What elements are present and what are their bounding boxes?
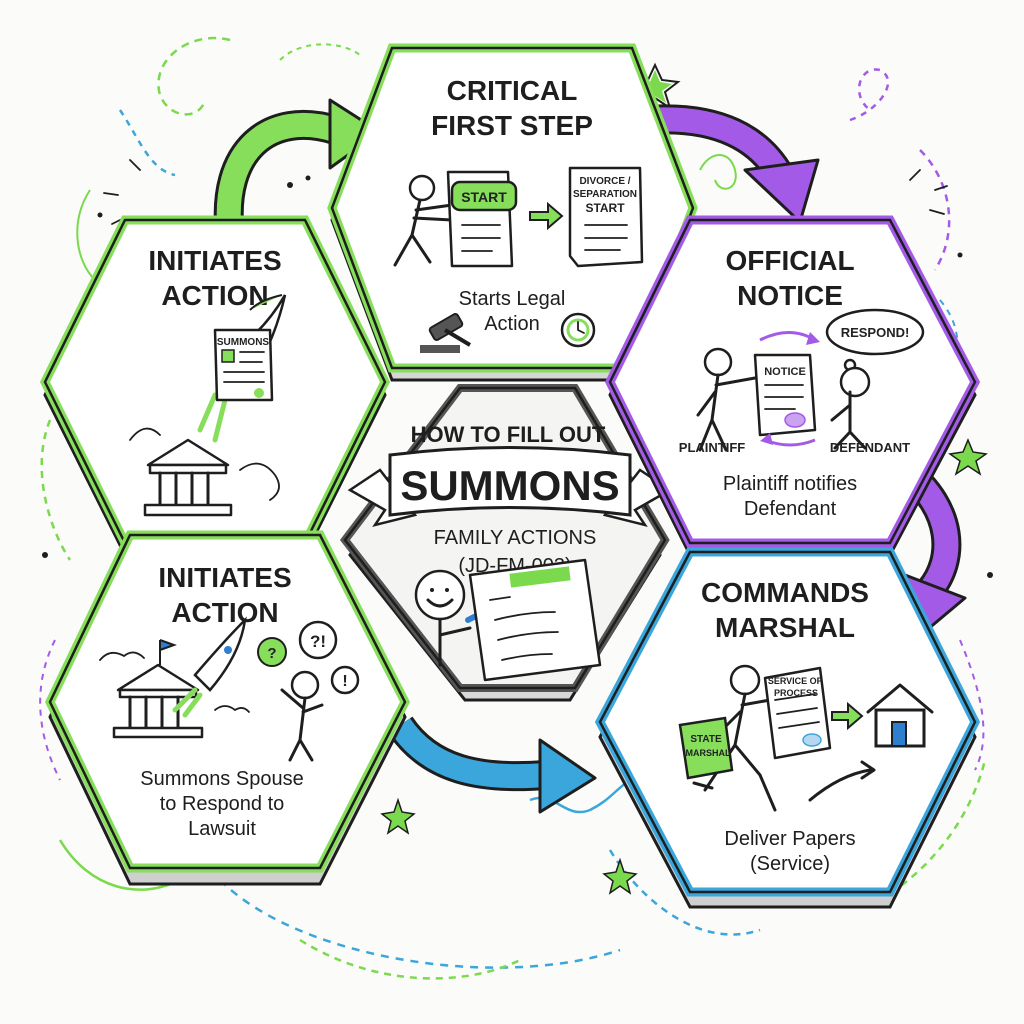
courthouse-icon — [129, 427, 280, 517]
center-line1: HOW TO FILL OUT — [411, 422, 606, 447]
ll-caption2: to Respond to — [160, 793, 285, 815]
ur-doc-label: NOTICE — [764, 366, 806, 378]
start-button-label: START — [461, 189, 507, 205]
stopwatch-icon — [560, 312, 596, 348]
top-caption2: Action — [484, 313, 540, 335]
ll-caption1: Summons Spouse — [140, 768, 303, 790]
center-line2: FAMILY ACTIONS — [434, 527, 597, 549]
gavel-icon — [420, 313, 472, 353]
ur-plaintiff: PLAINTIFF — [679, 440, 745, 455]
ll-title1: INITIATES — [158, 562, 291, 593]
pushing-figure-icon — [393, 174, 454, 267]
lr-caption1: Deliver Papers — [724, 828, 855, 850]
center-hexagon: HOW TO FILL OUT SUMMONS FAMILY ACTIONS (… — [339, 384, 673, 702]
lr-caption2: (Service) — [750, 853, 830, 875]
service-papers-icon — [763, 666, 832, 760]
ur-bubble: RESPOND! — [841, 325, 910, 340]
rocket-icon-lower — [172, 616, 247, 718]
courthouse-icon-lower — [99, 639, 250, 739]
notice-scroll-icon — [753, 353, 817, 437]
lr-papers1: SERVICE OF — [768, 676, 823, 686]
ur-title1: OFFICIAL — [725, 245, 854, 276]
form-document-icon — [468, 558, 602, 682]
node-initiates-action-lower: INITIATES ACTION ? ?! ! Summons Spo — [45, 530, 411, 886]
ur-caption1: Plaintiff notifies — [723, 473, 857, 495]
center-banner-title: SUMMONS — [400, 462, 619, 509]
curved-arrow-icon — [808, 768, 872, 802]
house-icon — [866, 683, 934, 748]
node-critical-first-step: CRITICAL FIRST STEP START DIVORCE / SEPA… — [327, 43, 698, 382]
node-official-notice: OFFICIAL NOTICE RESPOND! NOTICE PLAINTIF… — [604, 215, 981, 557]
node-initiates-action-upper: INITIATES ACTION SUMMONS — [39, 215, 391, 557]
node-commands-marshal: COMMANDS MARSHAL STATE MARSHAL SERVICE O… — [594, 547, 981, 909]
ll-bubble-q: ? — [267, 645, 276, 662]
marshal-figure-icon — [692, 664, 777, 812]
defendant-figure-icon — [830, 366, 871, 450]
question-bubbles-icon — [257, 620, 360, 695]
ll-caption3: Lawsuit — [188, 818, 256, 840]
top-doc-line2: SEPARATION — [573, 189, 637, 200]
summons-paper-icon — [213, 328, 274, 402]
top-doc-line3: START — [585, 201, 625, 215]
ll-title2: ACTION — [171, 597, 278, 628]
summons-banner — [347, 446, 673, 527]
plaintiff-figure-icon — [696, 347, 757, 452]
ll-bubble-e: ! — [342, 673, 347, 690]
ul-title2: ACTION — [161, 280, 268, 311]
lr-bag-label2: MARSHAL — [686, 748, 731, 758]
lr-papers2: PROCESS — [774, 688, 818, 698]
top-caption1: Starts Legal — [459, 288, 566, 310]
confused-figure-icon — [280, 670, 324, 762]
arrow-right-icon — [529, 201, 564, 231]
ur-caption2: Defendant — [744, 498, 837, 520]
ul-title1: INITIATES — [148, 245, 281, 276]
ll-bubble-qe: ?! — [310, 632, 326, 651]
arrow-right-icon-lower — [831, 701, 864, 731]
top-title2: FIRST STEP — [431, 110, 593, 141]
start-button-icon — [450, 180, 518, 212]
lr-title1: COMMANDS — [701, 577, 869, 608]
ur-defendant: DEFENDANT — [830, 440, 910, 455]
lr-title2: MARSHAL — [715, 612, 855, 643]
marshal-bag-icon — [678, 716, 734, 780]
lr-bag-label1: STATE — [690, 734, 722, 745]
top-title1: CRITICAL — [447, 75, 578, 106]
ul-doc-label: SUMMONS — [217, 337, 270, 348]
divorce-document-icon — [568, 166, 644, 268]
ur-title2: NOTICE — [737, 280, 843, 311]
top-doc-line1: DIVORCE / — [579, 176, 630, 187]
